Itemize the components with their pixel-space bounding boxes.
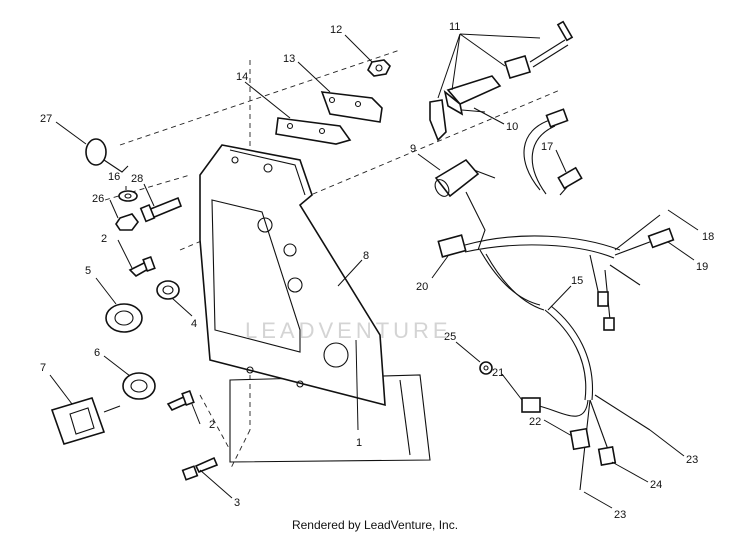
callout-20: 20 <box>416 281 428 293</box>
callout-27: 27 <box>40 113 52 125</box>
leader-lines <box>49 33 699 509</box>
wiring-harness <box>437 108 675 491</box>
callout-10: 10 <box>506 121 518 133</box>
callout-12: 12 <box>330 24 342 36</box>
callout-14: 14 <box>236 71 248 83</box>
callout-1: 1 <box>356 437 362 449</box>
dash-panel <box>199 144 386 407</box>
footer-credit: Rendered by LeadVenture, Inc. <box>291 518 459 532</box>
switch-assembly <box>429 20 574 142</box>
watermark: LEADVENTURE <box>245 318 452 343</box>
callout-19: 19 <box>696 261 708 273</box>
key-switch-parts <box>50 138 493 481</box>
callout-15: 15 <box>571 275 583 287</box>
callout-5: 5 <box>85 265 91 277</box>
callout-4: 4 <box>191 318 197 330</box>
callout-6: 6 <box>94 347 100 359</box>
callout-23-lower: 23 <box>614 509 626 521</box>
callout-16: 16 <box>108 171 120 183</box>
callout-28: 28 <box>131 173 143 185</box>
callout-22: 22 <box>529 416 541 428</box>
callout-26: 26 <box>92 193 104 205</box>
callout-18: 18 <box>702 231 714 243</box>
callout-23-upper: 23 <box>686 454 698 466</box>
nut-12 <box>367 59 391 77</box>
callout-17: 17 <box>541 141 553 153</box>
callout-21: 21 <box>492 367 504 379</box>
callout-3: 3 <box>234 497 240 509</box>
bracket-13 <box>320 91 383 123</box>
callout-2-bottom: 2 <box>209 419 215 431</box>
callout-9: 9 <box>410 143 416 155</box>
callout-labels: 1 2 2 3 4 5 6 7 8 9 10 11 12 13 14 15 16… <box>40 21 714 521</box>
bracket-14 <box>275 117 352 145</box>
callout-7: 7 <box>40 362 46 374</box>
sender-9 <box>434 158 496 251</box>
callout-2-top: 2 <box>101 233 107 245</box>
callout-8: 8 <box>363 250 369 262</box>
callout-13: 13 <box>283 53 295 65</box>
callout-25: 25 <box>444 331 456 343</box>
callout-24: 24 <box>650 479 662 491</box>
callout-11: 11 <box>449 21 460 33</box>
